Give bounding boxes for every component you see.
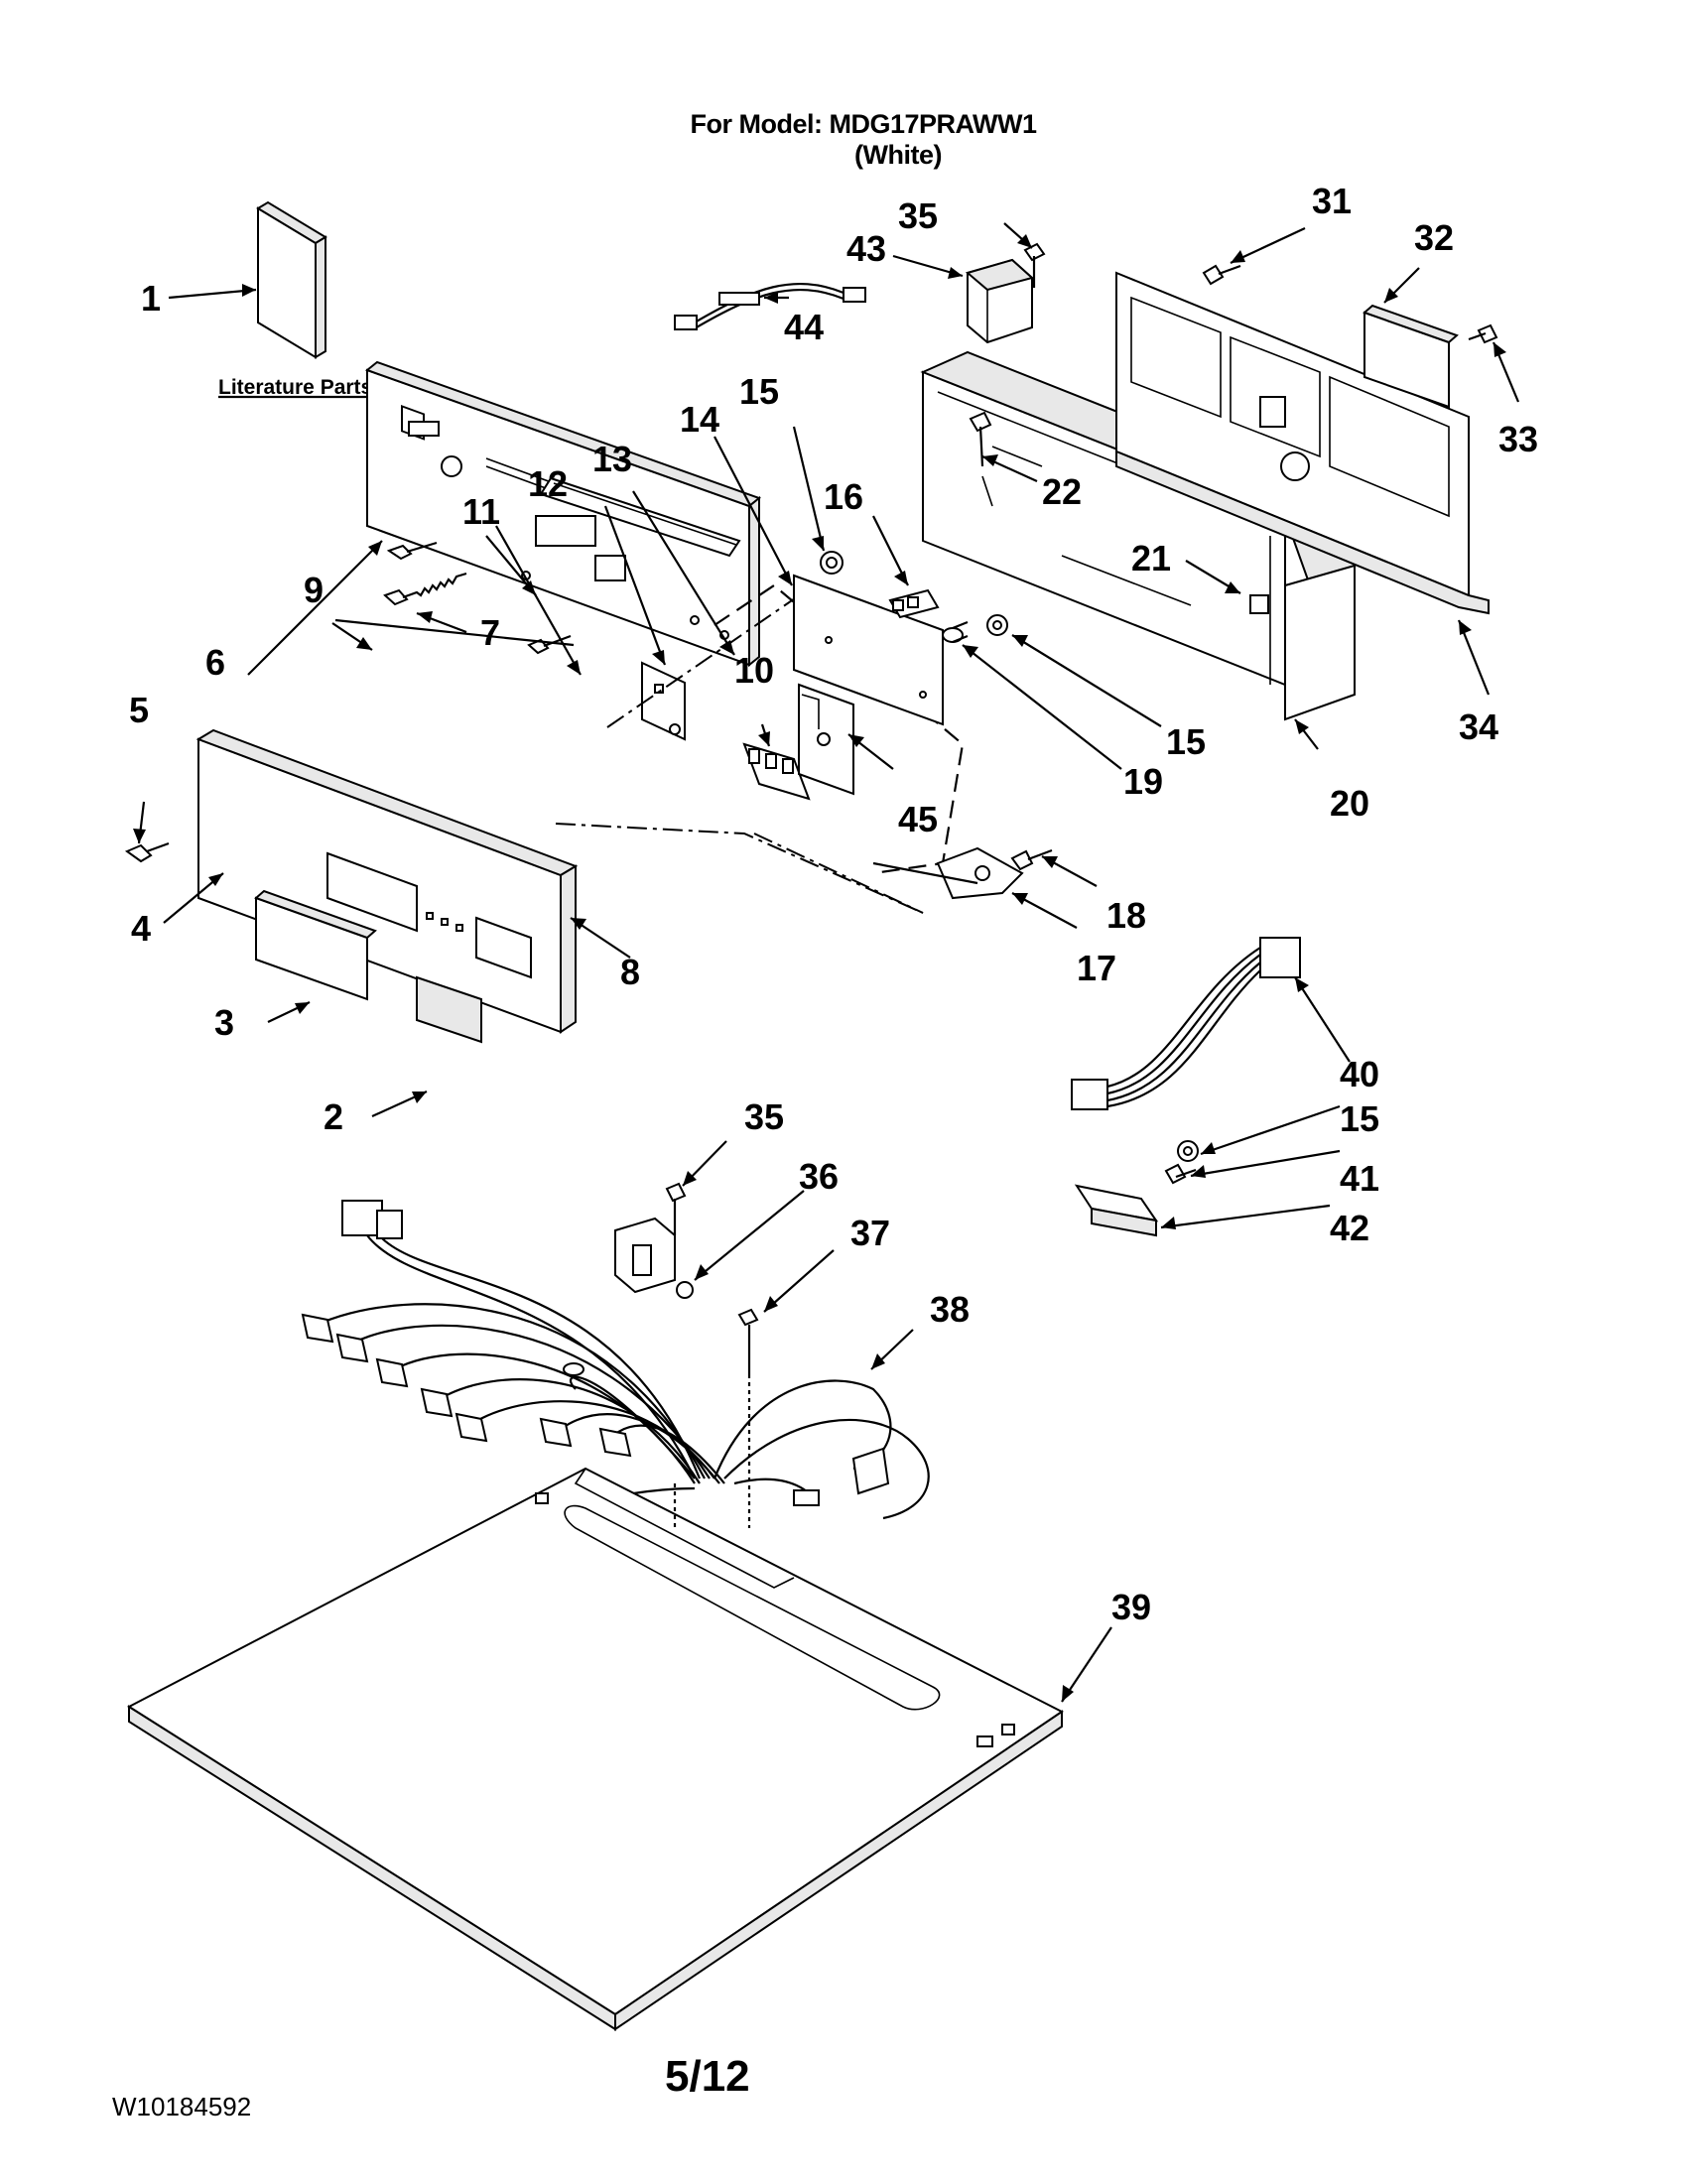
- callout-17: 17: [1077, 948, 1116, 988]
- callout-45: 45: [898, 799, 938, 839]
- connector-42: [1074, 1184, 1159, 1237]
- screw-31: [1202, 264, 1241, 286]
- callout-36: 36: [799, 1156, 839, 1197]
- screw-33: [1468, 323, 1498, 344]
- callout-12: 12: [528, 463, 568, 504]
- callout-15c: 15: [1340, 1098, 1379, 1139]
- callout-2: 2: [324, 1096, 343, 1137]
- callout-3: 3: [214, 1002, 234, 1043]
- control-bracket: [364, 360, 762, 668]
- spacer-19: [942, 620, 969, 644]
- pcb-14: [793, 574, 944, 726]
- callout-10: 10: [734, 650, 774, 691]
- callout-numbers: 1 2 3 4 5 6 7 8 9 10 11 12 13 14 15 15 1…: [129, 181, 1538, 1627]
- callout-14: 14: [680, 399, 719, 440]
- callout-33: 33: [1498, 419, 1538, 459]
- back-panel-34: [1115, 271, 1490, 615]
- callout-20: 20: [1330, 783, 1369, 824]
- leader-lines: [133, 222, 1520, 1703]
- nut-15-right: [1177, 1140, 1199, 1162]
- screw-37: [737, 1308, 759, 1374]
- screw-35-top: [1023, 242, 1046, 288]
- light-pipe: [539, 476, 741, 558]
- callout-16: 16: [824, 476, 863, 517]
- wire-44: [674, 282, 866, 330]
- callout-7: 7: [480, 612, 500, 653]
- top-cover: [126, 1467, 1064, 2031]
- callout-5: 5: [129, 690, 149, 730]
- callout-39: 39: [1111, 1587, 1151, 1627]
- callout-42: 42: [1330, 1208, 1369, 1248]
- callout-31: 31: [1312, 181, 1352, 221]
- callout-22: 22: [1042, 471, 1082, 512]
- callout-9: 9: [304, 570, 324, 610]
- callout-11: 11: [462, 491, 500, 532]
- callout-44: 44: [784, 307, 824, 347]
- doc-number: W10184592: [112, 2092, 252, 2121]
- transformer-36: [614, 1217, 694, 1299]
- callout-6: 6: [205, 642, 225, 683]
- callout-35a: 35: [898, 195, 938, 236]
- callout-40: 40: [1340, 1054, 1379, 1094]
- console-front-panel: [195, 728, 579, 1034]
- screw-41: [1164, 1163, 1197, 1185]
- screw-18: [1010, 848, 1053, 871]
- board-45: [798, 683, 854, 796]
- board-32: [1363, 304, 1459, 409]
- callout-19: 19: [1123, 761, 1163, 802]
- callout-41: 41: [1340, 1158, 1379, 1199]
- diagram-title: For Model: MDG17PRAWW1 (White): [556, 109, 1171, 171]
- connector-10: [742, 742, 811, 801]
- connector-16: [888, 588, 940, 619]
- callout-32: 32: [1414, 217, 1454, 258]
- callout-4: 4: [131, 908, 151, 949]
- callout-15b: 15: [1166, 721, 1206, 762]
- literature-booklet: [256, 200, 327, 359]
- callout-1: 1: [141, 278, 161, 319]
- callout-15a: 15: [739, 371, 779, 412]
- callout-18: 18: [1106, 895, 1146, 936]
- screw-5: [124, 841, 170, 863]
- nut-15-top: [820, 551, 844, 575]
- nut-15-mid: [986, 614, 1008, 636]
- screw-35-lower: [665, 1182, 687, 1235]
- mount-plate-17: [936, 846, 1024, 900]
- small-board: [641, 661, 686, 741]
- callout-8: 8: [620, 952, 640, 992]
- display-lens: [254, 889, 377, 1001]
- overlay-window: [416, 975, 482, 1044]
- literature-label: Literature Parts: [218, 376, 372, 399]
- callout-21: 21: [1131, 538, 1171, 578]
- callout-34: 34: [1459, 707, 1498, 747]
- color-line: (White): [854, 140, 942, 170]
- screw-6: [386, 541, 438, 561]
- callout-35b: 35: [744, 1096, 784, 1137]
- relay-43: [965, 258, 1035, 344]
- page-number: 5/12: [665, 2052, 750, 2101]
- callout-43: 43: [846, 228, 886, 269]
- harness-40: [1071, 937, 1301, 1110]
- screw-7: [383, 572, 467, 606]
- model-line: For Model: MDG17PRAWW1: [690, 109, 1037, 139]
- callout-38: 38: [930, 1289, 970, 1330]
- callout-13: 13: [592, 439, 632, 479]
- screw-22: [969, 411, 992, 467]
- callout-37: 37: [850, 1213, 890, 1253]
